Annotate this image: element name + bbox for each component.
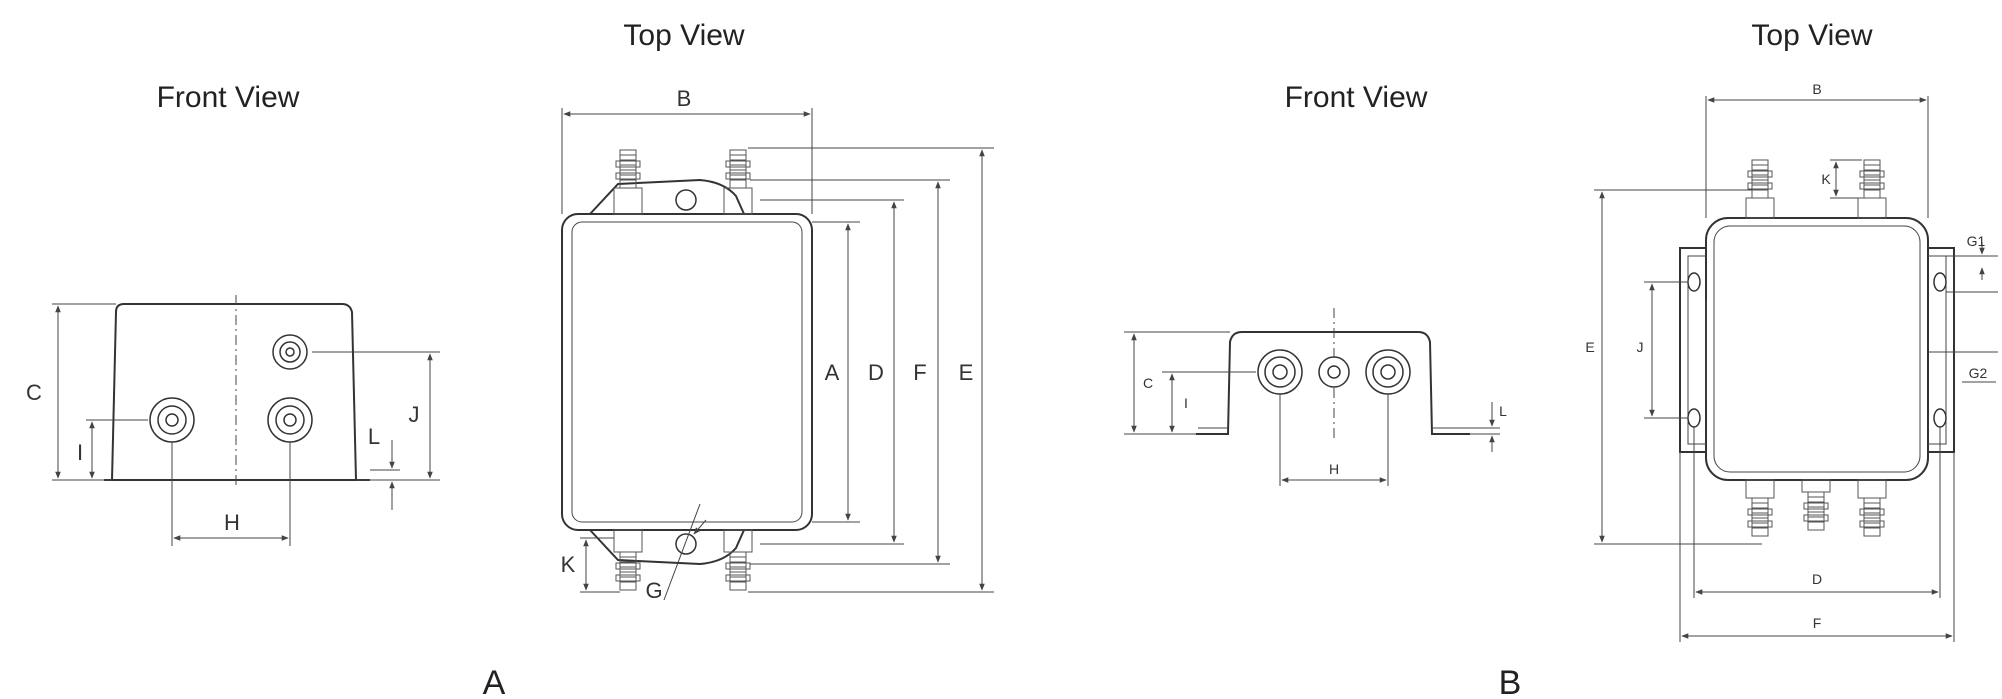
figure-b-dim-h: H bbox=[1329, 461, 1339, 477]
figure-a-top-mounting-tab bbox=[589, 178, 745, 215]
figure-b-dim-k: K bbox=[1821, 171, 1831, 187]
figure-b-top-stud-right bbox=[1857, 159, 1887, 219]
figure-a-dim-a: A bbox=[825, 360, 840, 385]
figure-a-dim-e: E bbox=[959, 360, 974, 385]
figure-b-front-terminal-center bbox=[1318, 356, 1350, 388]
figure-b-dim-i: I bbox=[1184, 395, 1188, 411]
figure-b-front-view: C I H L bbox=[1124, 308, 1507, 486]
figure-a-dim-b: B bbox=[677, 86, 692, 111]
figure-b-dim-f: F bbox=[1813, 615, 1822, 631]
figure-b-front-terminal-right bbox=[1365, 349, 1411, 395]
figure-a-front-terminal-left bbox=[149, 397, 195, 443]
figure-b-left-mounting-flange bbox=[1679, 247, 1706, 453]
figure-a-dim-i: I bbox=[77, 440, 83, 465]
figure-a-top-stud-left bbox=[613, 149, 643, 215]
figure-a-front-housing bbox=[110, 303, 358, 481]
figure-a-top-housing bbox=[561, 213, 813, 531]
figure-b-dim-e: E bbox=[1585, 339, 1594, 355]
figure-b-front-view-title: Front View bbox=[1285, 81, 1428, 114]
figure-b-dim-l: L bbox=[1499, 403, 1507, 419]
figure-a-top-view: B A D F E K bbox=[561, 86, 994, 603]
figure-a-dim-c: C bbox=[26, 380, 42, 405]
figure-a-bottom-mounting-tab bbox=[589, 529, 745, 566]
figure-a-dim-j: J bbox=[409, 402, 420, 427]
figure-b: Front View Top View B bbox=[1124, 19, 1998, 699]
figure-a-label: A bbox=[483, 664, 506, 699]
figure-a-dim-h: H bbox=[224, 510, 240, 535]
figure-a-dim-f: F bbox=[913, 360, 926, 385]
figure-a: Front View Top View A bbox=[26, 19, 994, 699]
figure-b-label: B bbox=[1499, 664, 1522, 699]
figure-b-right-mounting-flange bbox=[1928, 247, 1955, 453]
figure-b-dim-g1: G1 bbox=[1967, 233, 1986, 249]
figure-b-dim-c: C bbox=[1143, 375, 1153, 391]
figure-a-front-terminal-top bbox=[272, 334, 308, 370]
figure-b-top-view-title: Top View bbox=[1751, 19, 1873, 52]
figure-a-top-stud-right bbox=[723, 149, 753, 215]
figure-b-top-housing bbox=[1705, 217, 1929, 481]
figure-b-front-housing bbox=[1196, 331, 1470, 435]
figure-b-top-view: B K E J D F bbox=[1585, 81, 1998, 642]
figure-a-bottom-stud-left bbox=[613, 529, 643, 591]
figure-b-dim-g2: G2 bbox=[1969, 365, 1988, 381]
figure-a-dim-k: K bbox=[561, 552, 576, 577]
figure-a-top-view-title: Top View bbox=[623, 19, 745, 52]
figure-b-dim-j: J bbox=[1637, 339, 1644, 355]
figure-a-front-terminal-right bbox=[267, 397, 313, 443]
figure-b-dim-d: D bbox=[1812, 571, 1822, 587]
figure-b-front-terminal-left bbox=[1257, 349, 1303, 395]
figure-a-dim-l: L bbox=[368, 424, 380, 449]
figure-a-dim-g: G bbox=[645, 578, 662, 603]
figure-b-bottom-stud-right bbox=[1857, 479, 1887, 537]
figure-b-bottom-stud-left bbox=[1745, 479, 1775, 537]
figure-a-front-view-title: Front View bbox=[157, 81, 300, 114]
figure-b-dim-b: B bbox=[1812, 81, 1821, 97]
figure-a-dim-d: D bbox=[868, 360, 884, 385]
figure-b-bottom-stud-center bbox=[1801, 479, 1831, 531]
figure-b-top-stud-left bbox=[1745, 159, 1775, 219]
figure-a-bottom-stud-right bbox=[723, 529, 753, 591]
figure-a-front-view: C I H J L bbox=[26, 295, 440, 546]
